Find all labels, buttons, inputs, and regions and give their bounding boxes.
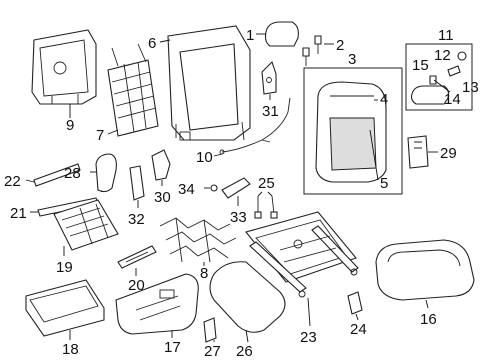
part-4-seatback-cover — [315, 81, 387, 183]
part-20-strip — [117, 245, 157, 269]
part-13-fastener — [447, 65, 461, 77]
part-23-seat-track — [245, 211, 359, 298]
part-25-pins — [254, 195, 278, 219]
callout-13: 13 — [462, 79, 479, 96]
callout-26: 26 — [236, 343, 253, 360]
part-12-clip — [457, 51, 467, 61]
callout-24: 24 — [350, 321, 367, 338]
callout-4: 4 — [380, 91, 388, 108]
callout-31: 31 — [262, 103, 279, 120]
part-32-lever — [129, 165, 145, 201]
part-34-bolt — [210, 184, 218, 192]
callout-1: 1 — [246, 27, 254, 44]
part-31-side-bracket — [261, 60, 277, 95]
callout-3: 3 — [348, 51, 356, 68]
part-26-side-shield — [209, 261, 286, 333]
callout-34: 34 — [178, 181, 195, 198]
callout-29: 29 — [440, 145, 457, 162]
part-8-springs — [159, 217, 237, 263]
callout-33: 33 — [230, 209, 247, 226]
callout-20: 20 — [128, 277, 145, 294]
part-16-seat-cushion — [375, 239, 475, 301]
part-19-seat-frame — [53, 199, 119, 251]
part-22-rod — [33, 163, 81, 187]
callout-22: 22 — [4, 173, 21, 190]
callout-14: 14 — [444, 91, 461, 108]
callout-25: 25 — [258, 175, 275, 192]
part-24-bracket — [347, 291, 363, 315]
callout-28: 28 — [64, 165, 81, 182]
part-29-side-panel — [407, 135, 429, 169]
callout-7: 7 — [96, 127, 104, 144]
callout-18: 18 — [62, 341, 79, 358]
callout-17: 17 — [164, 339, 181, 356]
box-11-trim-kit-group — [405, 43, 473, 111]
callout-5: 5 — [380, 175, 388, 192]
part-17-lower-panel — [115, 273, 199, 335]
callout-30: 30 — [154, 189, 171, 206]
box-3-seatback-cover-group — [303, 67, 403, 195]
callout-16: 16 — [420, 311, 437, 328]
part-14-trim-piece — [410, 85, 450, 105]
part-1-headrest — [264, 21, 299, 47]
callout-6: 6 — [148, 35, 156, 52]
part-15-screw — [429, 75, 437, 85]
part-18-bin — [25, 279, 105, 337]
callout-27: 27 — [204, 343, 221, 360]
part-27-clip — [203, 317, 217, 343]
callout-21: 21 — [10, 205, 27, 222]
callout-19: 19 — [56, 259, 73, 276]
callout-15: 15 — [412, 57, 429, 74]
part-6-seatback-frame — [167, 25, 251, 141]
callout-10: 10 — [196, 149, 213, 166]
part-33-bracket — [221, 177, 251, 199]
part-9-seatback-panel — [31, 29, 97, 105]
part-28-handle — [95, 153, 117, 193]
part-2-headrest-guides — [302, 35, 322, 66]
callout-11: 11 — [438, 27, 454, 44]
callout-23: 23 — [300, 329, 317, 346]
callout-2: 2 — [336, 37, 344, 54]
callout-8: 8 — [200, 265, 208, 282]
callout-32: 32 — [128, 211, 145, 228]
part-30-cover — [151, 149, 171, 181]
callout-9: 9 — [66, 117, 74, 134]
part-7-back-spring-mat — [107, 43, 159, 137]
callout-12: 12 — [434, 47, 451, 64]
